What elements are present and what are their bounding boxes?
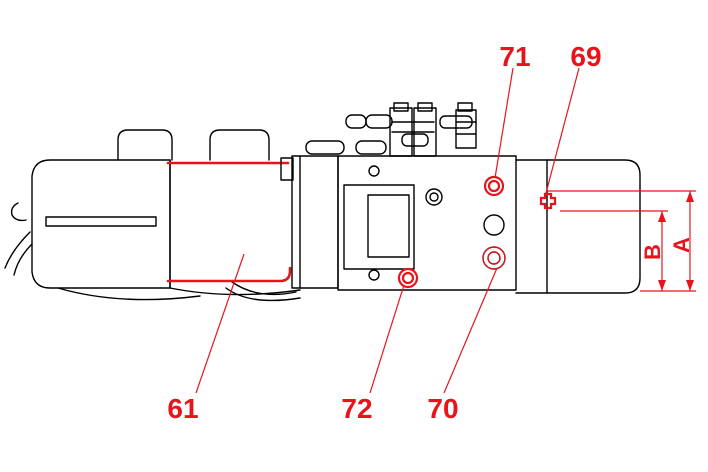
terminal-box-right	[209, 129, 270, 161]
port-71	[483, 175, 505, 197]
electric-motor	[31, 159, 301, 302]
dimension-lines	[548, 190, 696, 292]
solenoid-valves	[305, 102, 477, 157]
plus-marker-69	[539, 192, 557, 210]
port-72	[397, 267, 419, 289]
manifold-block	[337, 155, 517, 291]
dimension-label-a: A	[669, 237, 694, 253]
dimension-arrows	[658, 191, 694, 291]
dimension-label-b: B	[640, 244, 665, 260]
terminal-box-left	[117, 129, 173, 161]
coupling-outline	[166, 161, 292, 283]
callout-71: 71	[499, 41, 530, 72]
callout-69: 69	[570, 41, 601, 72]
callout-72: 72	[341, 393, 372, 424]
oil-tank	[515, 159, 641, 294]
callout-70: 70	[427, 393, 458, 424]
leader-lines	[195, 67, 580, 394]
callout-61: 61	[167, 393, 198, 424]
port-70	[482, 246, 506, 270]
cable-bundle	[4, 202, 33, 276]
